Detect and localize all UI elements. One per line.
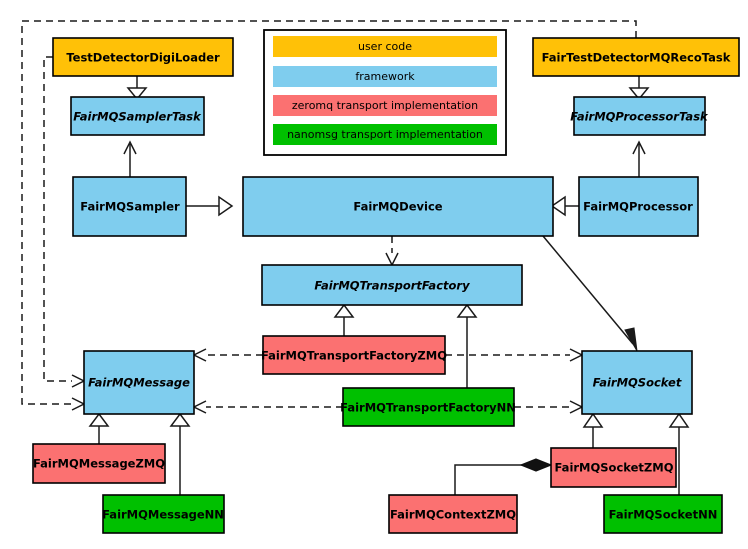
edge-generalization-socketnn-socket bbox=[668, 412, 690, 495]
node-label: FairMQSamplerTask bbox=[73, 110, 202, 124]
legend-item-user-code: user code bbox=[273, 36, 497, 57]
legend-label: zeromq transport implementation bbox=[292, 99, 478, 112]
node-FairMQTransportFactoryZMQ[interactable]: FairMQTransportFactoryZMQ bbox=[261, 335, 447, 375]
node-FairMQContextZMQ[interactable]: FairMQContextZMQ bbox=[388, 494, 518, 534]
node-FairMQSocketNN[interactable]: FairMQSocketNN bbox=[603, 494, 723, 534]
node-FairMQSamplerTask[interactable]: FairMQSamplerTask bbox=[70, 96, 205, 136]
edge-association-processor-processortask bbox=[632, 140, 646, 177]
node-FairMQMessage[interactable]: FairMQMessage bbox=[83, 350, 195, 415]
node-label: FairMQProcessor bbox=[583, 200, 693, 214]
node-label: TestDetectorDigiLoader bbox=[66, 51, 220, 65]
edge-generalization-messagenn-message bbox=[169, 412, 191, 495]
node-label: FairMQTransportFactoryNN bbox=[340, 401, 516, 415]
node-label: FairMQMessageZMQ bbox=[33, 457, 165, 471]
legend: user code framework zeromq transport imp… bbox=[263, 29, 507, 156]
node-FairTestDetectorMQRecoTask[interactable]: FairTestDetectorMQRecoTask bbox=[532, 37, 740, 77]
legend-swatch-nanomsg bbox=[273, 124, 497, 145]
edge-association-device-socket bbox=[542, 235, 638, 352]
node-TestDetectorDigiLoader[interactable]: TestDetectorDigiLoader bbox=[52, 37, 234, 77]
edge-generalization-socketzmq-socket bbox=[582, 412, 604, 448]
node-label: FairMQTransportFactoryZMQ bbox=[261, 349, 447, 363]
node-FairMQSocket[interactable]: FairMQSocket bbox=[581, 350, 693, 415]
legend-label: nanomsg transport implementation bbox=[287, 128, 483, 141]
legend-item-nanomsg: nanomsg transport implementation bbox=[273, 124, 497, 145]
legend-item-zeromq: zeromq transport implementation bbox=[273, 95, 497, 116]
legend-label: user code bbox=[358, 40, 412, 53]
node-label: FairMQTransportFactory bbox=[314, 279, 470, 293]
edge-composition-contextzmq-socketzmq bbox=[454, 458, 553, 495]
legend-swatch-framework bbox=[273, 66, 497, 87]
node-label: FairMQProcessorTask bbox=[570, 110, 709, 124]
node-label: FairMQMessageNN bbox=[102, 508, 224, 522]
edge-generalization-sampler-device bbox=[186, 195, 234, 217]
node-FairMQProcessor[interactable]: FairMQProcessor bbox=[578, 176, 699, 237]
legend-swatch-user-code bbox=[273, 36, 497, 57]
node-label: FairMQSocket bbox=[593, 376, 682, 390]
node-label: FairMQSocketNN bbox=[609, 508, 718, 522]
edge-generalization-factoryzmq-factory bbox=[333, 303, 355, 336]
edge-generalization-processor-device bbox=[550, 195, 579, 217]
edge-generalization-factorynn-factory bbox=[456, 303, 478, 388]
node-label: FairMQSocketZMQ bbox=[555, 461, 674, 475]
node-FairMQTransportFactoryNN[interactable]: FairMQTransportFactoryNN bbox=[340, 387, 516, 427]
node-FairMQDevice[interactable]: FairMQDevice bbox=[242, 176, 554, 237]
node-label: FairTestDetectorMQRecoTask bbox=[542, 51, 731, 65]
edge-association-sampler-samplertask bbox=[123, 140, 137, 177]
legend-item-framework: framework bbox=[273, 66, 497, 87]
node-FairMQMessageNN[interactable]: FairMQMessageNN bbox=[102, 494, 225, 534]
node-label: FairMQSampler bbox=[80, 200, 180, 214]
edge-generalization-digiloader-samplertask bbox=[126, 76, 148, 101]
node-label: FairMQContextZMQ bbox=[390, 508, 516, 522]
node-FairMQProcessorTask[interactable]: FairMQProcessorTask bbox=[570, 96, 709, 136]
node-label: FairMQMessage bbox=[88, 376, 190, 390]
legend-swatch-zeromq bbox=[273, 95, 497, 116]
edge-generalization-recotask-processortask bbox=[628, 76, 650, 101]
node-FairMQTransportFactory[interactable]: FairMQTransportFactory bbox=[261, 264, 523, 306]
node-label: FairMQDevice bbox=[353, 200, 442, 214]
edge-generalization-messagezmq-message bbox=[88, 412, 110, 444]
node-FairMQMessageZMQ[interactable]: FairMQMessageZMQ bbox=[32, 443, 166, 484]
node-FairMQSampler[interactable]: FairMQSampler bbox=[72, 176, 187, 237]
node-FairMQSocketZMQ[interactable]: FairMQSocketZMQ bbox=[550, 447, 677, 488]
legend-label: framework bbox=[355, 70, 415, 83]
